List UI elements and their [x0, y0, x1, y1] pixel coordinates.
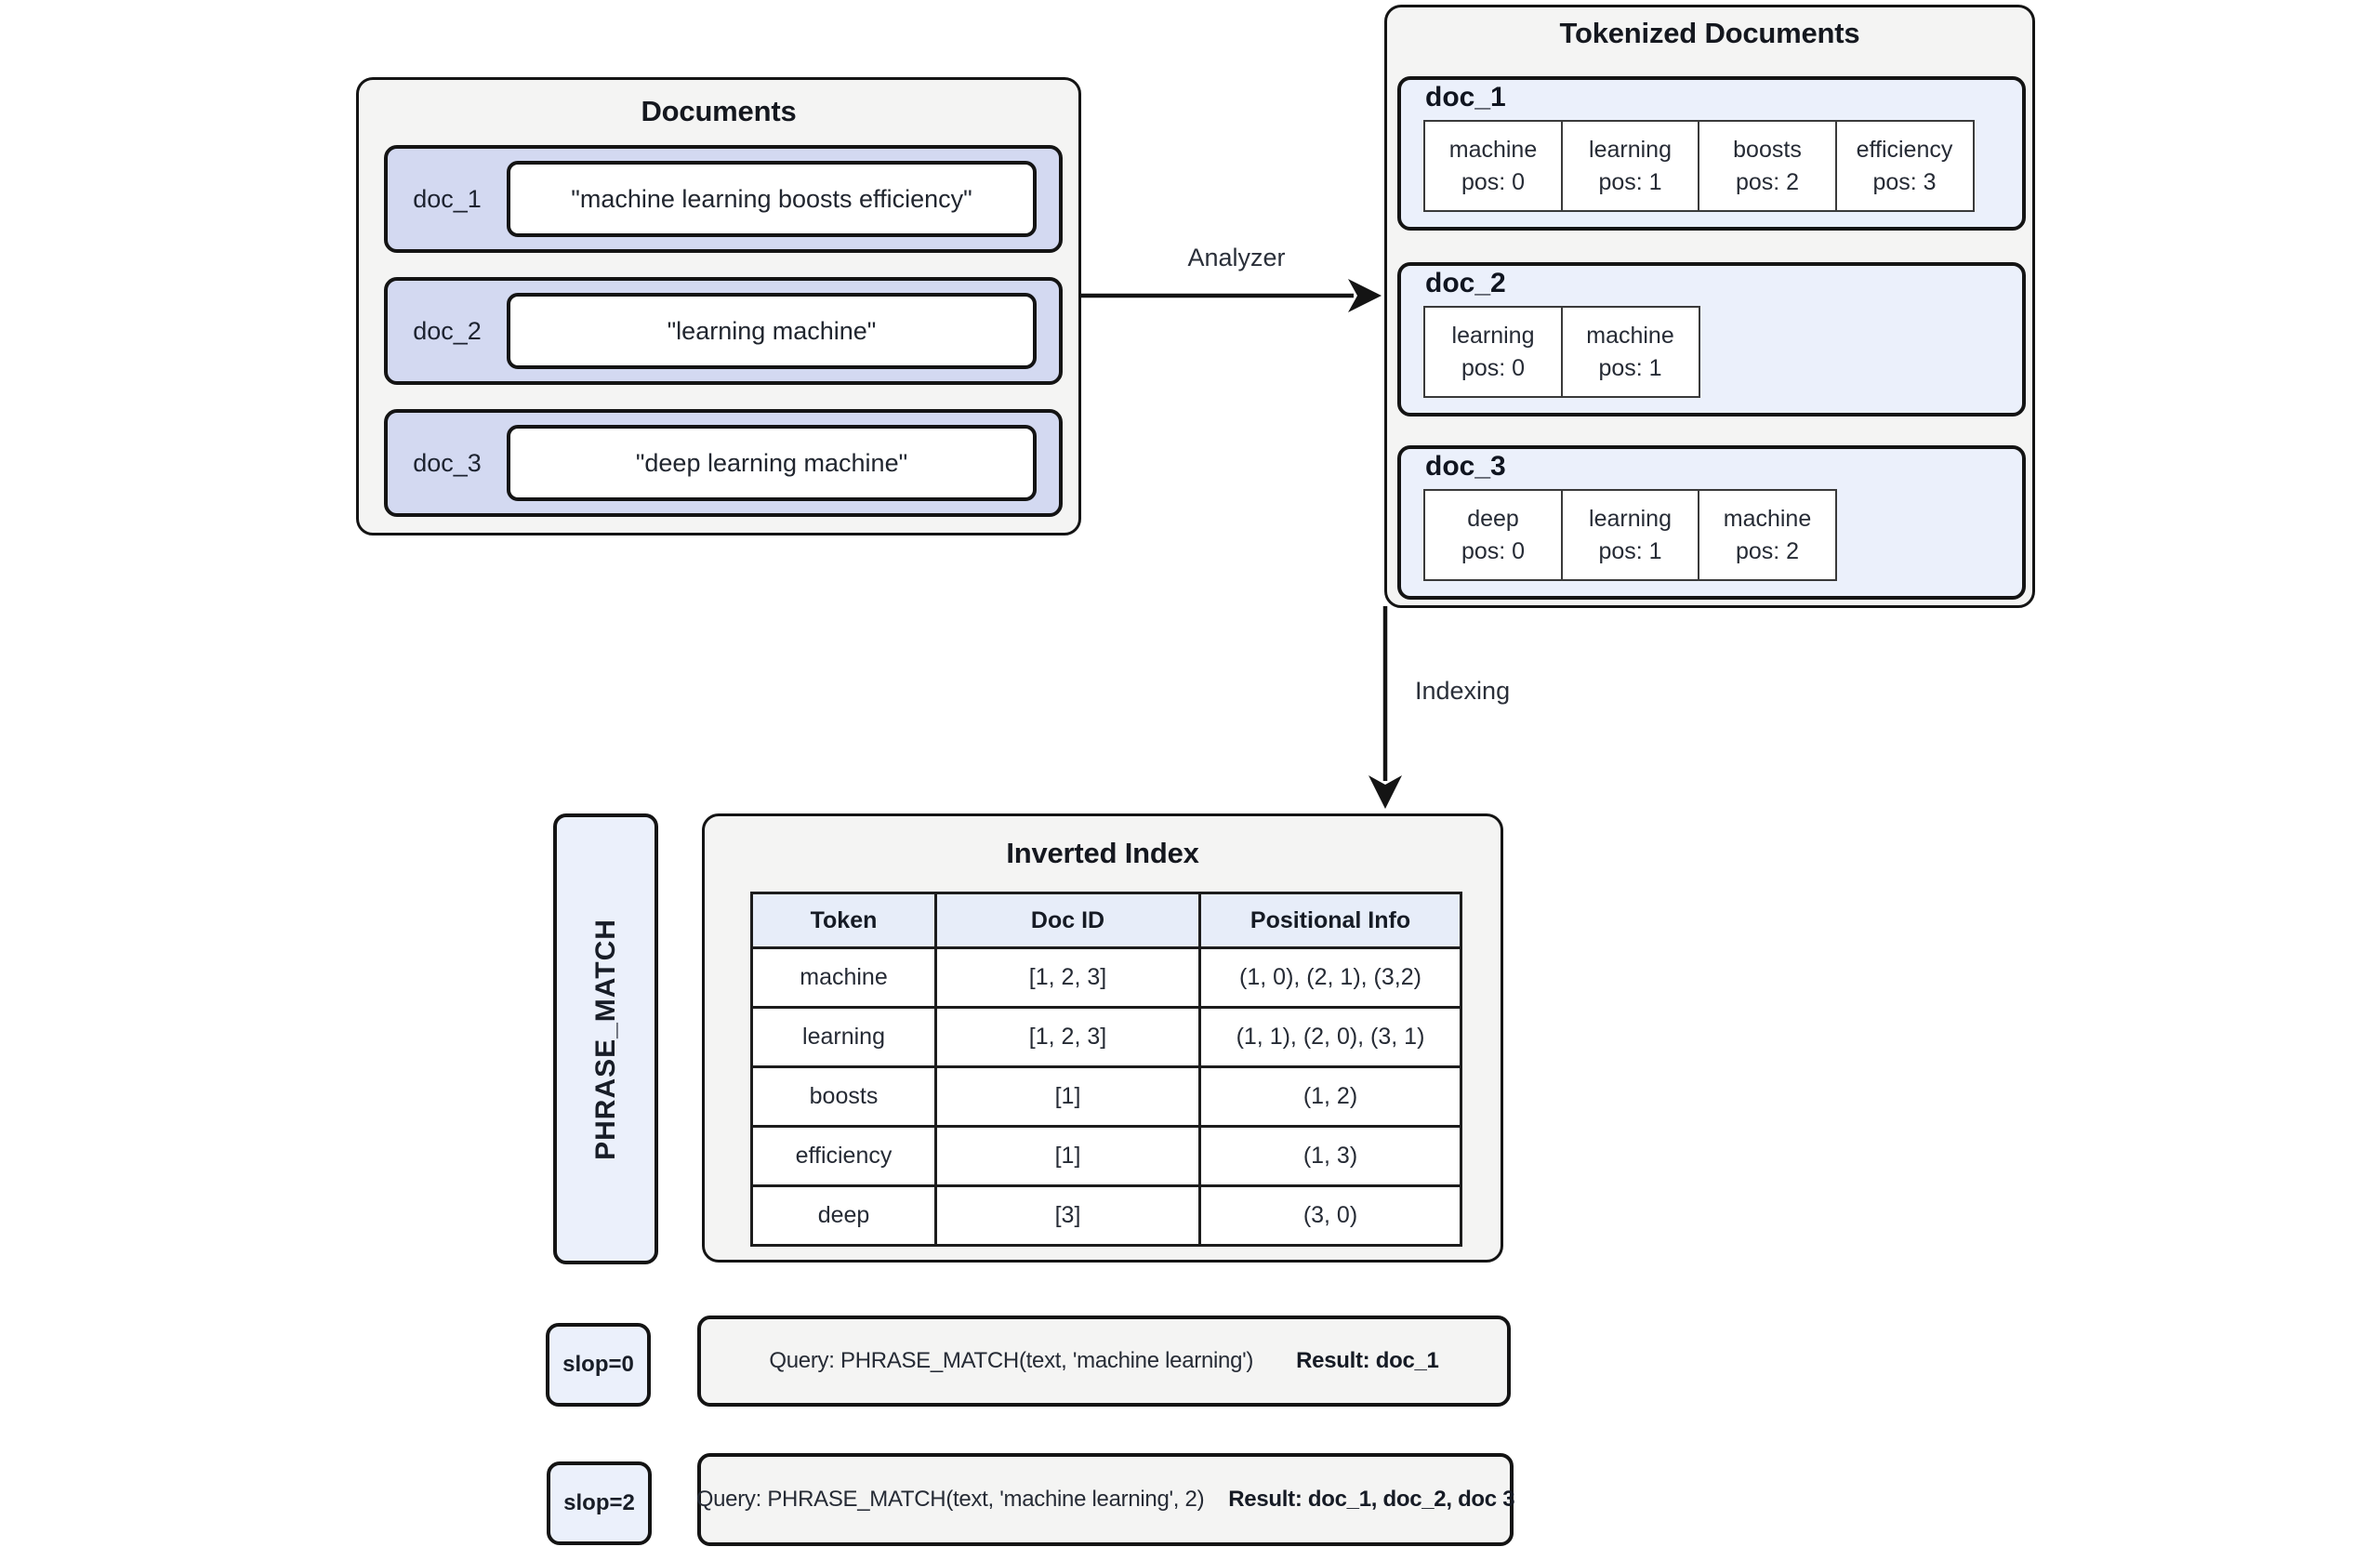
phrase-match-box: PHRASE_MATCH — [553, 813, 658, 1264]
document-row: doc_2 "learning machine" — [384, 277, 1063, 385]
query-text: Query: PHRASE_MATCH(text, 'machine learn… — [769, 1348, 1254, 1373]
positions-cell: (1, 2) — [1198, 1065, 1462, 1128]
token-pos: pos: 0 — [1461, 537, 1526, 564]
tokenized-doc-label: doc_3 — [1425, 451, 1506, 482]
token-pos: pos: 0 — [1461, 354, 1526, 381]
token-term: boosts — [1733, 136, 1802, 163]
token-cell: machine — [750, 946, 937, 1009]
result-text: Result: doc_1 — [1296, 1348, 1439, 1373]
indexing-arrow — [1368, 606, 1402, 809]
query-text: Query: PHRASE_MATCH(text, 'machine learn… — [695, 1487, 1205, 1512]
docid-cell: [1] — [934, 1065, 1201, 1128]
token-cell: deep pos: 0 — [1423, 489, 1563, 581]
slop-badge: slop=2 — [547, 1461, 652, 1545]
doc-text-box: "machine learning boosts efficiency" — [507, 161, 1037, 237]
inverted-index-table: Token Doc ID Positional Info machine [1,… — [750, 892, 1462, 1247]
token-cell: learning pos: 0 — [1423, 306, 1563, 398]
analyzer-arrow — [1081, 279, 1382, 312]
token-cell: boosts — [750, 1065, 937, 1128]
slop-label: slop=2 — [563, 1490, 635, 1515]
doc-text-box: "learning machine" — [507, 293, 1037, 369]
query-box: Query: PHRASE_MATCH(text, 'machine learn… — [695, 1453, 1515, 1546]
token-pos: pos: 1 — [1598, 168, 1662, 195]
table-row: boosts [1] (1, 2) — [750, 1065, 1462, 1128]
table-row: machine [1, 2, 3] (1, 0), (2, 1), (3,2) — [750, 946, 1462, 1009]
token-pos: pos: 2 — [1735, 168, 1800, 195]
analyzer-label: Analyzer — [1187, 244, 1286, 271]
token-cell: learning — [750, 1006, 937, 1068]
indexing-label: Indexing — [1415, 677, 1511, 705]
table-header-row: Token Doc ID Positional Info — [750, 892, 1462, 949]
doc-id-label: doc_2 — [413, 316, 482, 345]
token-cell: deep — [750, 1184, 937, 1247]
inverted-index-panel: Inverted Index Token Doc ID Positional I… — [702, 813, 1503, 1263]
token-row: learning pos: 0 machine pos: 1 — [1423, 306, 1700, 398]
phrase-match-label: PHRASE_MATCH — [589, 918, 621, 1160]
token-cell: efficiency — [750, 1125, 937, 1187]
token-cell: machine pos: 2 — [1698, 489, 1837, 581]
tokenized-panel-title: Tokenized Documents — [1559, 17, 1860, 49]
column-header-token: Token — [750, 892, 937, 949]
slop-badge: slop=0 — [546, 1323, 651, 1407]
documents-panel: Documents doc_1 "machine learning boosts… — [356, 77, 1081, 536]
table-row: deep [3] (3, 0) — [750, 1184, 1462, 1247]
token-pos: pos: 1 — [1598, 537, 1662, 564]
tokenized-doc-card: doc_2 learning pos: 0 machine pos: 1 — [1397, 262, 2026, 416]
inverted-index-title: Inverted Index — [1006, 837, 1199, 869]
token-cell: machine pos: 0 — [1423, 120, 1563, 212]
token-cell: learning pos: 1 — [1560, 489, 1700, 581]
token-cell: efficiency pos: 3 — [1834, 120, 1975, 212]
docid-cell: [3] — [934, 1184, 1201, 1247]
token-term: machine — [1586, 322, 1674, 349]
slop-label: slop=0 — [562, 1352, 634, 1377]
token-term: machine — [1448, 136, 1538, 163]
docid-cell: [1, 2, 3] — [934, 1006, 1201, 1068]
docid-cell: [1] — [934, 1125, 1201, 1187]
tokenized-doc-label: doc_2 — [1425, 268, 1506, 298]
column-header-positional: Positional Info — [1198, 892, 1462, 949]
doc-id-label: doc_1 — [413, 184, 482, 213]
positions-cell: (1, 0), (2, 1), (3,2) — [1198, 946, 1462, 1009]
document-row: doc_3 "deep learning machine" — [384, 409, 1063, 517]
token-term: learning — [1589, 136, 1672, 163]
table-row: learning [1, 2, 3] (1, 1), (2, 0), (3, 1… — [750, 1006, 1462, 1068]
token-cell: boosts pos: 2 — [1698, 120, 1837, 212]
tokenized-documents-panel: Tokenized Documents doc_1 machine pos: 0… — [1384, 5, 2035, 608]
token-pos: pos: 3 — [1872, 168, 1937, 195]
tokenized-doc-label: doc_1 — [1425, 82, 1506, 112]
positions-cell: (1, 1), (2, 0), (3, 1) — [1198, 1006, 1462, 1068]
token-term: learning — [1451, 322, 1535, 349]
token-pos: pos: 1 — [1598, 354, 1662, 381]
token-row: machine pos: 0 learning pos: 1 boosts po… — [1423, 120, 1975, 212]
documents-panel-title: Documents — [641, 95, 797, 127]
token-cell: learning pos: 1 — [1560, 120, 1700, 212]
result-text: Result: doc_1, doc_2, doc 3 — [1228, 1487, 1515, 1512]
doc-id-label: doc_3 — [413, 448, 482, 477]
token-pos: pos: 2 — [1735, 537, 1800, 564]
token-term: efficiency — [1856, 136, 1953, 163]
token-term: learning — [1589, 505, 1672, 532]
token-cell: machine pos: 1 — [1560, 306, 1700, 398]
table-row: efficiency [1] (1, 3) — [750, 1125, 1462, 1187]
tokenized-doc-card: doc_1 machine pos: 0 learning pos: 1 boo… — [1397, 76, 2026, 231]
positions-cell: (3, 0) — [1198, 1184, 1462, 1247]
tokenized-doc-card: doc_3 deep pos: 0 learning pos: 1 machin… — [1397, 445, 2026, 600]
query-box: Query: PHRASE_MATCH(text, 'machine learn… — [697, 1316, 1511, 1407]
token-pos: pos: 0 — [1461, 168, 1526, 195]
column-header-docid: Doc ID — [934, 892, 1201, 949]
token-term: deep — [1467, 505, 1519, 532]
token-term: machine — [1723, 505, 1812, 532]
positions-cell: (1, 3) — [1198, 1125, 1462, 1187]
document-row: doc_1 "machine learning boosts efficienc… — [384, 145, 1063, 253]
docid-cell: [1, 2, 3] — [934, 946, 1201, 1009]
token-row: deep pos: 0 learning pos: 1 machine pos:… — [1423, 489, 1837, 581]
doc-text-box: "deep learning machine" — [507, 425, 1037, 501]
